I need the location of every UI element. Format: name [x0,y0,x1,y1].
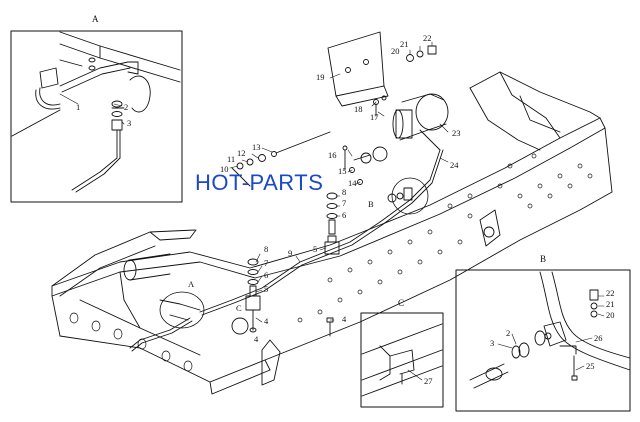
label-ref-c: C [236,303,242,313]
clamp-stack-mid [327,193,337,234]
label-part-27: 27 [424,376,433,386]
label-part-4: 4 [254,334,259,344]
label-ref-b: B [368,199,374,209]
label-part-6: 6 [264,270,268,280]
label-part-3: 3 [490,338,494,348]
label-part-23: 23 [452,128,461,138]
detail-box-a-title: A [92,14,99,24]
booster-bracket [328,32,388,106]
label-part-5: 5 [264,284,268,294]
label-part-15: 15 [338,166,347,176]
line-connector-b [388,178,428,214]
label-part-2: 2 [506,328,510,338]
line-clip-5 [325,236,339,254]
label-part-16: 16 [328,150,337,160]
watermark-text: HOT-PARTS [195,170,324,195]
labels: A B C 1 2 3 2 3 22 21 20 26 25 27 8 7 6 … [76,14,615,386]
region-a-marker [160,292,204,328]
label-part-3: 3 [127,118,131,128]
label-part-22: 22 [606,288,615,298]
label-part-17: 17 [370,112,379,122]
chassis-frame [52,72,612,394]
label-part-1: 1 [76,102,80,112]
detail-box-a [11,31,182,202]
label-part-12: 12 [237,148,246,158]
detail-box-b [456,270,630,411]
detail-box-c [361,313,443,407]
label-part-22: 22 [423,33,432,43]
label-part-19: 19 [316,72,325,82]
nut-stack-upper [407,46,437,62]
label-part-14: 14 [348,178,357,188]
fasteners-mid [343,96,386,185]
label-part-2: 2 [124,102,128,112]
label-part-20: 20 [391,46,400,56]
label-part-25: 25 [586,361,595,371]
label-part-13: 13 [252,142,261,152]
label-part-21: 21 [606,299,615,309]
label-part-21: 21 [400,39,409,49]
label-part-4: 4 [264,316,269,326]
label-part-11: 11 [227,154,235,164]
label-part-24: 24 [450,160,459,170]
label-part-8: 8 [264,244,268,254]
frame-holes [70,154,592,371]
leader-lines [60,42,604,380]
label-part-8: 8 [342,187,346,197]
label-part-10: 10 [220,164,229,174]
label-part-7: 7 [264,258,268,268]
rear-cross-tube [124,254,170,280]
detail-box-c-title: C [398,298,404,308]
label-part-7: 7 [342,198,346,208]
region-c-marker [232,318,248,334]
clutch-booster [354,94,448,163]
label-part-9: 9 [288,248,292,258]
label-ref-a: A [188,279,195,289]
label-part-6: 6 [342,210,346,220]
label-part-26: 26 [594,333,603,343]
label-part-20: 20 [606,310,615,320]
detail-box-b-title: B [540,254,546,264]
label-part-5: 5 [313,244,317,254]
label-part-4: 4 [342,314,347,324]
label-part-18: 18 [354,104,363,114]
clutch-hydraulic-line [130,150,443,351]
